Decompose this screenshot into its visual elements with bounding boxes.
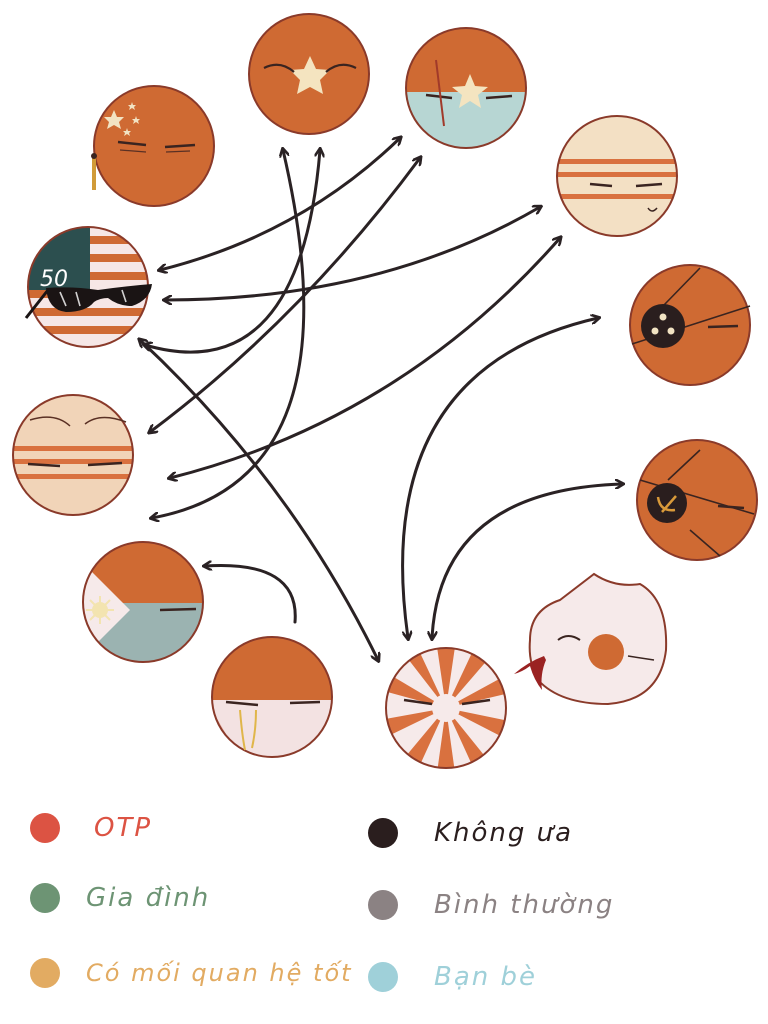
arrow-japan-to-ussr: [432, 484, 622, 638]
eyepatch-ball: [629, 264, 751, 386]
legend-label-co-moi-quan-he-tot: Có mối quan hệ tốt: [86, 959, 353, 987]
eyepatch-icon: [641, 304, 685, 348]
star-icon: [290, 56, 330, 94]
ribbon-icon: [514, 656, 546, 690]
legend-label-binh-thuong: Bình thường: [434, 890, 615, 920]
legend-item-binh-thuong: Bình thường: [368, 890, 614, 920]
legend-item-co-moi-quan-he-tot: Có mối quan hệ tốt: [30, 958, 353, 988]
legend-item-gia-dinh: Gia đình: [30, 883, 210, 913]
sunglasses-icon: [24, 284, 152, 319]
relationship-diagram: 50: [12, 13, 758, 769]
japan-cat-ball: [514, 572, 668, 706]
legend-dot-otp: [30, 813, 60, 843]
cream-striped-ball: [556, 115, 678, 237]
china-stars-icon: [104, 102, 140, 136]
arrow-usa-to-cream: [165, 207, 540, 300]
legend-dot-gia-dinh: [30, 883, 60, 913]
legend-item-khong-ua: Không ưa: [368, 818, 573, 848]
legend-dot-khong-ua: [368, 818, 398, 848]
star-icon: [452, 74, 488, 108]
legend-item-ban-be: Bạn bè: [368, 962, 537, 992]
star-teal-ball: [405, 27, 527, 149]
china-ball: [91, 85, 215, 207]
crying-ball: [211, 636, 333, 758]
legend-item-otp: OTP: [30, 813, 152, 843]
hammer-sickle-icon: [656, 495, 677, 513]
ussr-ball: [636, 439, 758, 561]
legend-dot-binh-thuong: [368, 890, 398, 920]
legend-label-khong-ua: Không ưa: [434, 818, 574, 848]
legend-label-ban-be: Bạn bè: [434, 962, 538, 992]
star-ball-top: [248, 13, 370, 135]
relationship-arrows: [140, 138, 622, 660]
sun-icon: [86, 596, 114, 624]
legend-dot-ban-be: [368, 962, 398, 992]
arrow-skin-to-top1: [152, 150, 306, 518]
arrow-bot1-to-philippines: [205, 565, 297, 624]
legend-label-otp: OTP: [94, 813, 153, 843]
eyepatch-icon: [647, 483, 687, 523]
red-circle-icon: [588, 634, 624, 670]
striped-skin-ball: [12, 394, 134, 516]
legend-label-gia-dinh: Gia đình: [86, 883, 211, 913]
legend-dot-co-moi-quan-he-tot: [30, 958, 60, 988]
rising-sun-ball: [385, 647, 507, 769]
philippines-ball: [82, 541, 204, 663]
arrow-japan-to-eyepatch: [401, 318, 598, 638]
